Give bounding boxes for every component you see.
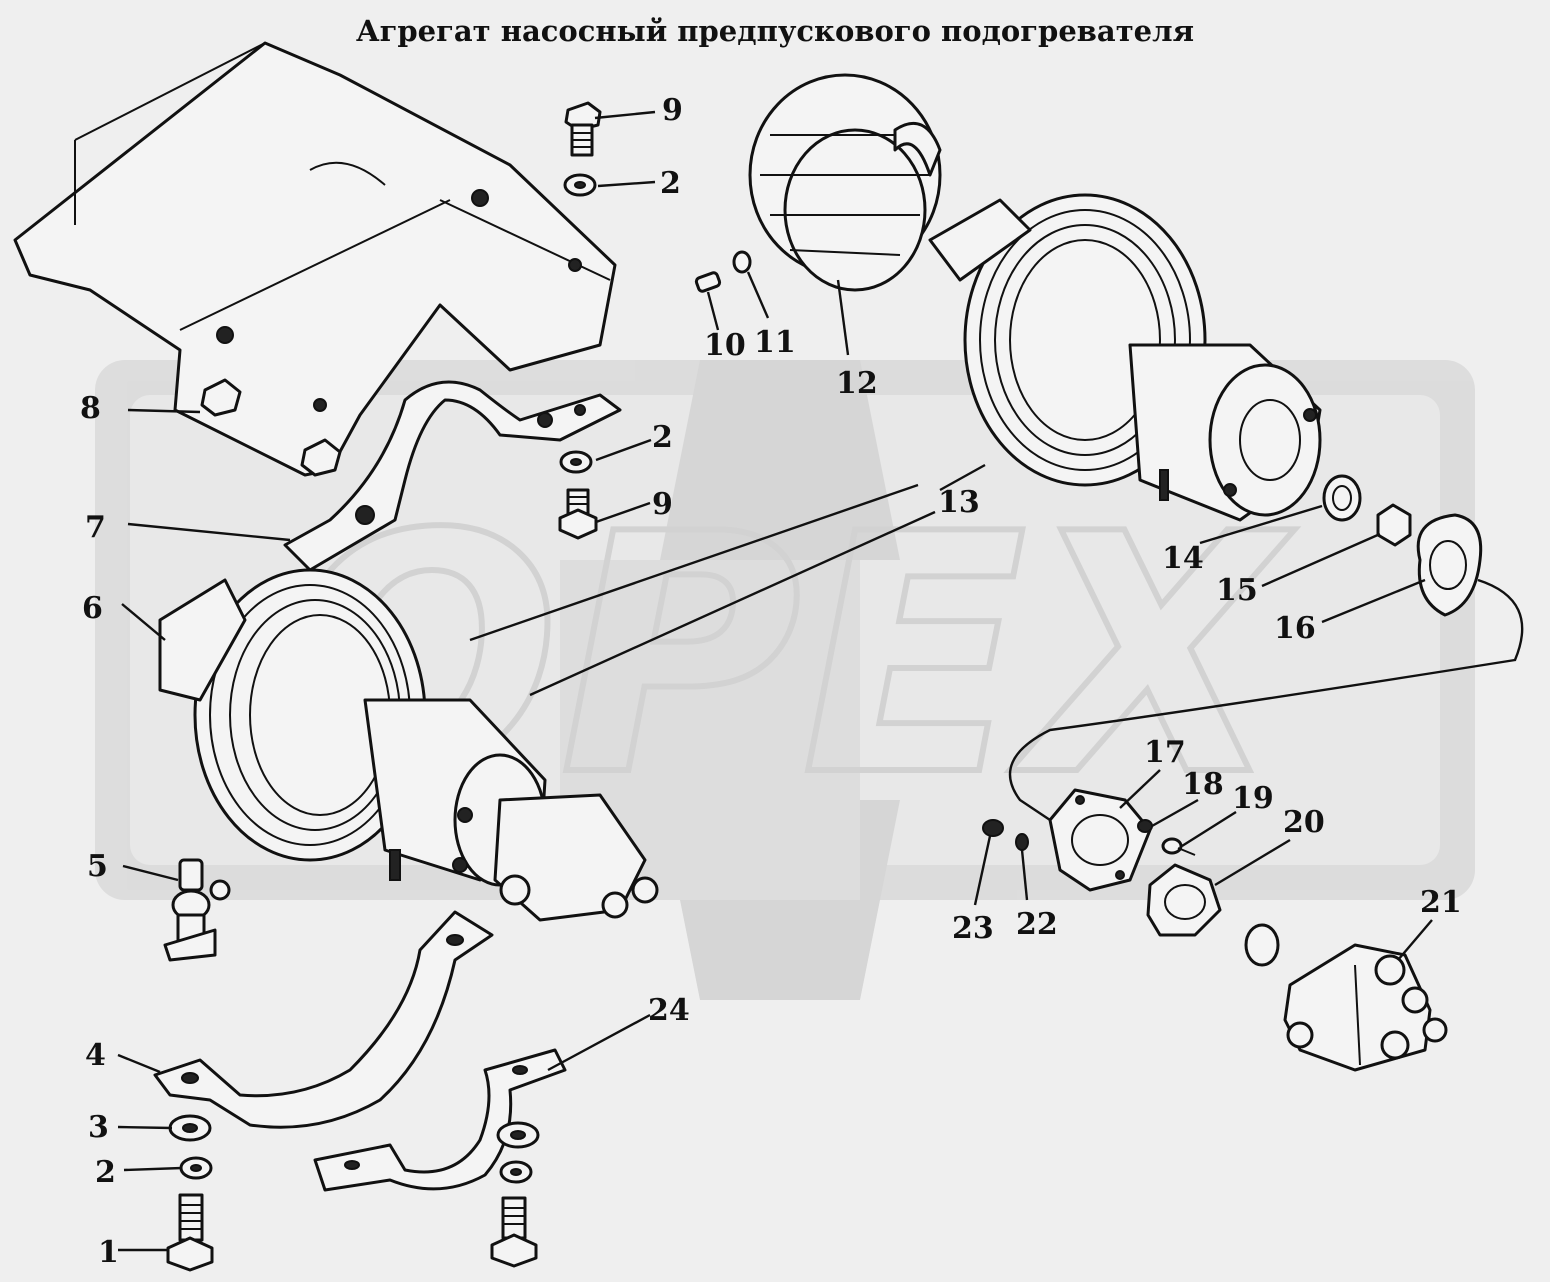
part-1-bolt-left xyxy=(166,1193,214,1272)
part-2-washer-mid xyxy=(559,450,593,474)
diagram-title: Агрегат насосный предпускового подогрева… xyxy=(355,14,1194,48)
part-19-screw xyxy=(1161,837,1196,856)
part-7-upper-clamp xyxy=(283,380,622,572)
callout-22: 22 xyxy=(1016,907,1058,942)
callout-2-top: 2 xyxy=(660,166,681,201)
part-2-washer-top xyxy=(563,173,597,197)
part-10-pin xyxy=(694,271,722,293)
part-24-clamp xyxy=(313,1048,567,1192)
callout-2-mid: 2 xyxy=(652,420,673,455)
callout-20: 20 xyxy=(1283,805,1325,840)
part-21-valve-block xyxy=(1244,923,1448,1072)
part-9-bolt-top xyxy=(564,101,602,157)
callout-10: 10 xyxy=(704,328,746,363)
part-3-washer-left xyxy=(168,1114,212,1142)
part-12-ring-screen xyxy=(748,73,942,292)
callout-4: 4 xyxy=(85,1038,106,1073)
callout-7: 7 xyxy=(85,510,106,545)
part-5-fitting xyxy=(163,858,231,962)
part-1-bolt-right xyxy=(490,1196,538,1268)
callout-3: 3 xyxy=(88,1110,109,1145)
callout-17: 17 xyxy=(1144,735,1186,770)
callout-18: 18 xyxy=(1182,767,1224,802)
part-16-gasket xyxy=(1416,513,1483,617)
callout-21: 21 xyxy=(1420,885,1462,920)
watermark-logo: OPEX xyxy=(95,360,1475,1000)
part-14-cap xyxy=(1322,474,1362,522)
callout-23: 23 xyxy=(952,911,994,946)
part-22-washer xyxy=(1015,833,1029,851)
part-9-bolt-mid xyxy=(558,488,598,540)
part-8-shield xyxy=(13,41,617,477)
part-20-gasket xyxy=(1146,863,1222,937)
callout-9-top: 9 xyxy=(662,93,683,128)
callout-24: 24 xyxy=(648,993,690,1028)
part-6-pump-motor-lower xyxy=(158,568,659,922)
part-23-bolt xyxy=(982,819,1004,837)
part-13-pump-motor-upper xyxy=(928,193,1322,522)
callout-6: 6 xyxy=(82,591,103,626)
part-4-lower-clamp xyxy=(153,910,494,1129)
callout-labels: 1 2 2 2 3 4 5 6 7 8 9 9 10 11 12 13 14 1… xyxy=(80,93,1462,1270)
part-2-washer-left xyxy=(179,1156,213,1180)
part-15-nut xyxy=(1376,503,1412,547)
part-17-flange xyxy=(1048,788,1152,892)
leader-lines xyxy=(117,110,1433,1252)
part-2-washer-right xyxy=(499,1160,533,1184)
callout-13: 13 xyxy=(938,485,980,520)
callout-8: 8 xyxy=(80,391,101,426)
callout-2-left: 2 xyxy=(95,1155,116,1190)
connecting-wire xyxy=(1008,578,1524,821)
callout-5: 5 xyxy=(87,849,108,884)
callout-19: 19 xyxy=(1232,781,1274,816)
part-11-pin xyxy=(732,250,752,274)
callout-16: 16 xyxy=(1274,611,1316,646)
callout-9-mid: 9 xyxy=(652,487,673,522)
part-3-washer-right xyxy=(496,1121,540,1149)
callout-11: 11 xyxy=(754,325,796,360)
callout-15: 15 xyxy=(1216,573,1258,608)
callout-12: 12 xyxy=(836,366,878,401)
part-18-bolt xyxy=(1137,819,1153,833)
callout-1: 1 xyxy=(98,1235,119,1270)
callout-14: 14 xyxy=(1162,541,1204,576)
